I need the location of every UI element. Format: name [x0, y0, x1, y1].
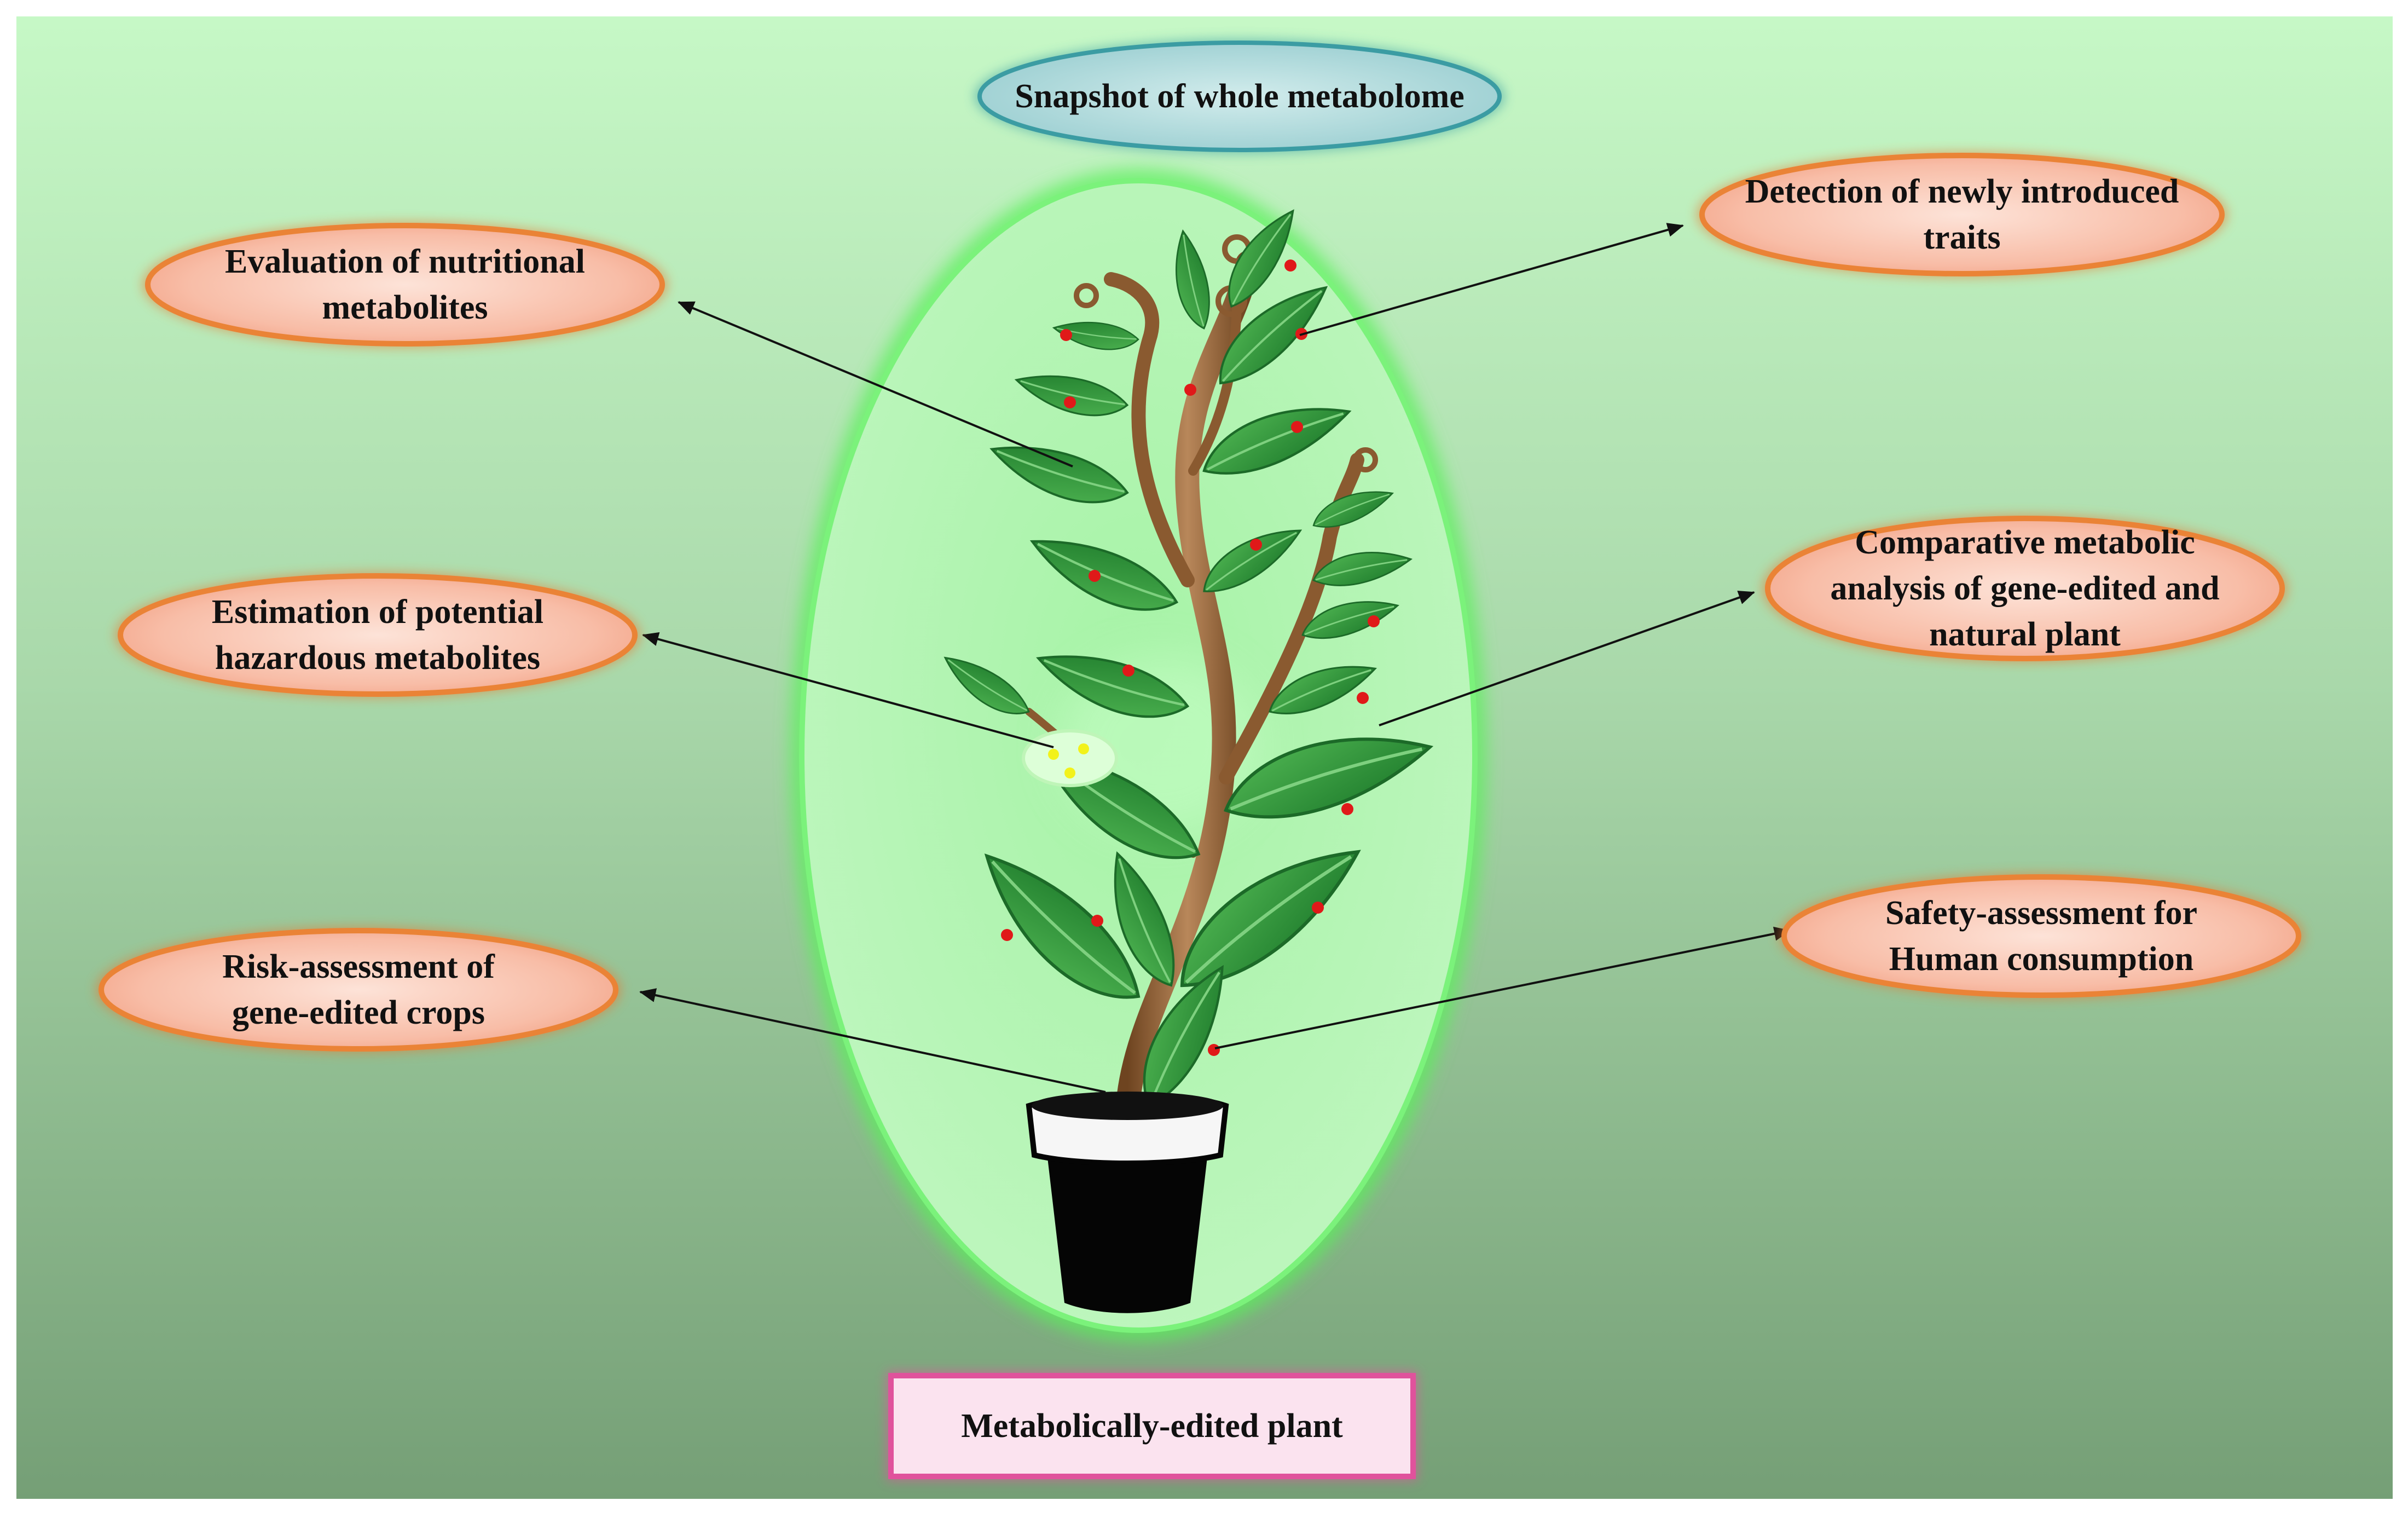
- arrow-to-safety: [1214, 926, 1791, 1049]
- upper-branch: [1188, 291, 1242, 476]
- top-label-snapshot: Snapshot of whole metabolome: [1015, 78, 1465, 115]
- flower-pot: [1026, 1092, 1229, 1313]
- label-hazardous-metabolites: Estimation of potential hazardous metabo…: [211, 593, 544, 677]
- hazard-dot: [1048, 749, 1059, 760]
- arrow-to-new-traits: [1299, 223, 1684, 336]
- hazard-dot: [1064, 767, 1075, 778]
- tendril-curl: [1074, 283, 1099, 308]
- label-nutritional-metabolites: Evaluation of nutritional metabolites: [225, 243, 585, 326]
- label-new-traits: Detection of newly introduced traits: [1745, 173, 2179, 256]
- label-risk-assessment: Risk-assessment of gene-edited crops: [222, 948, 495, 1031]
- left-stem: [1104, 272, 1195, 587]
- label-safety-assessment: Safety-assessment for Human consumption: [1885, 894, 2197, 978]
- plant-oval: [791, 170, 1486, 1341]
- tendril-curl: [1353, 447, 1378, 472]
- label-shapes: [96, 39, 2304, 1481]
- arrow-to-comparative: [1379, 591, 1755, 726]
- arrow-to-risk: [639, 988, 1106, 1093]
- arrow-to-nutritional: [678, 301, 1073, 467]
- connector-arrows: [639, 223, 1791, 1093]
- arrow-to-hazardous: [642, 632, 1054, 748]
- bottom-label-edited-plant: Metabolically-edited plant: [961, 1407, 1343, 1445]
- hazard-dot: [1078, 743, 1089, 754]
- label-comparative-analysis: Comparative metabolic analysis of gene-e…: [1830, 524, 2220, 653]
